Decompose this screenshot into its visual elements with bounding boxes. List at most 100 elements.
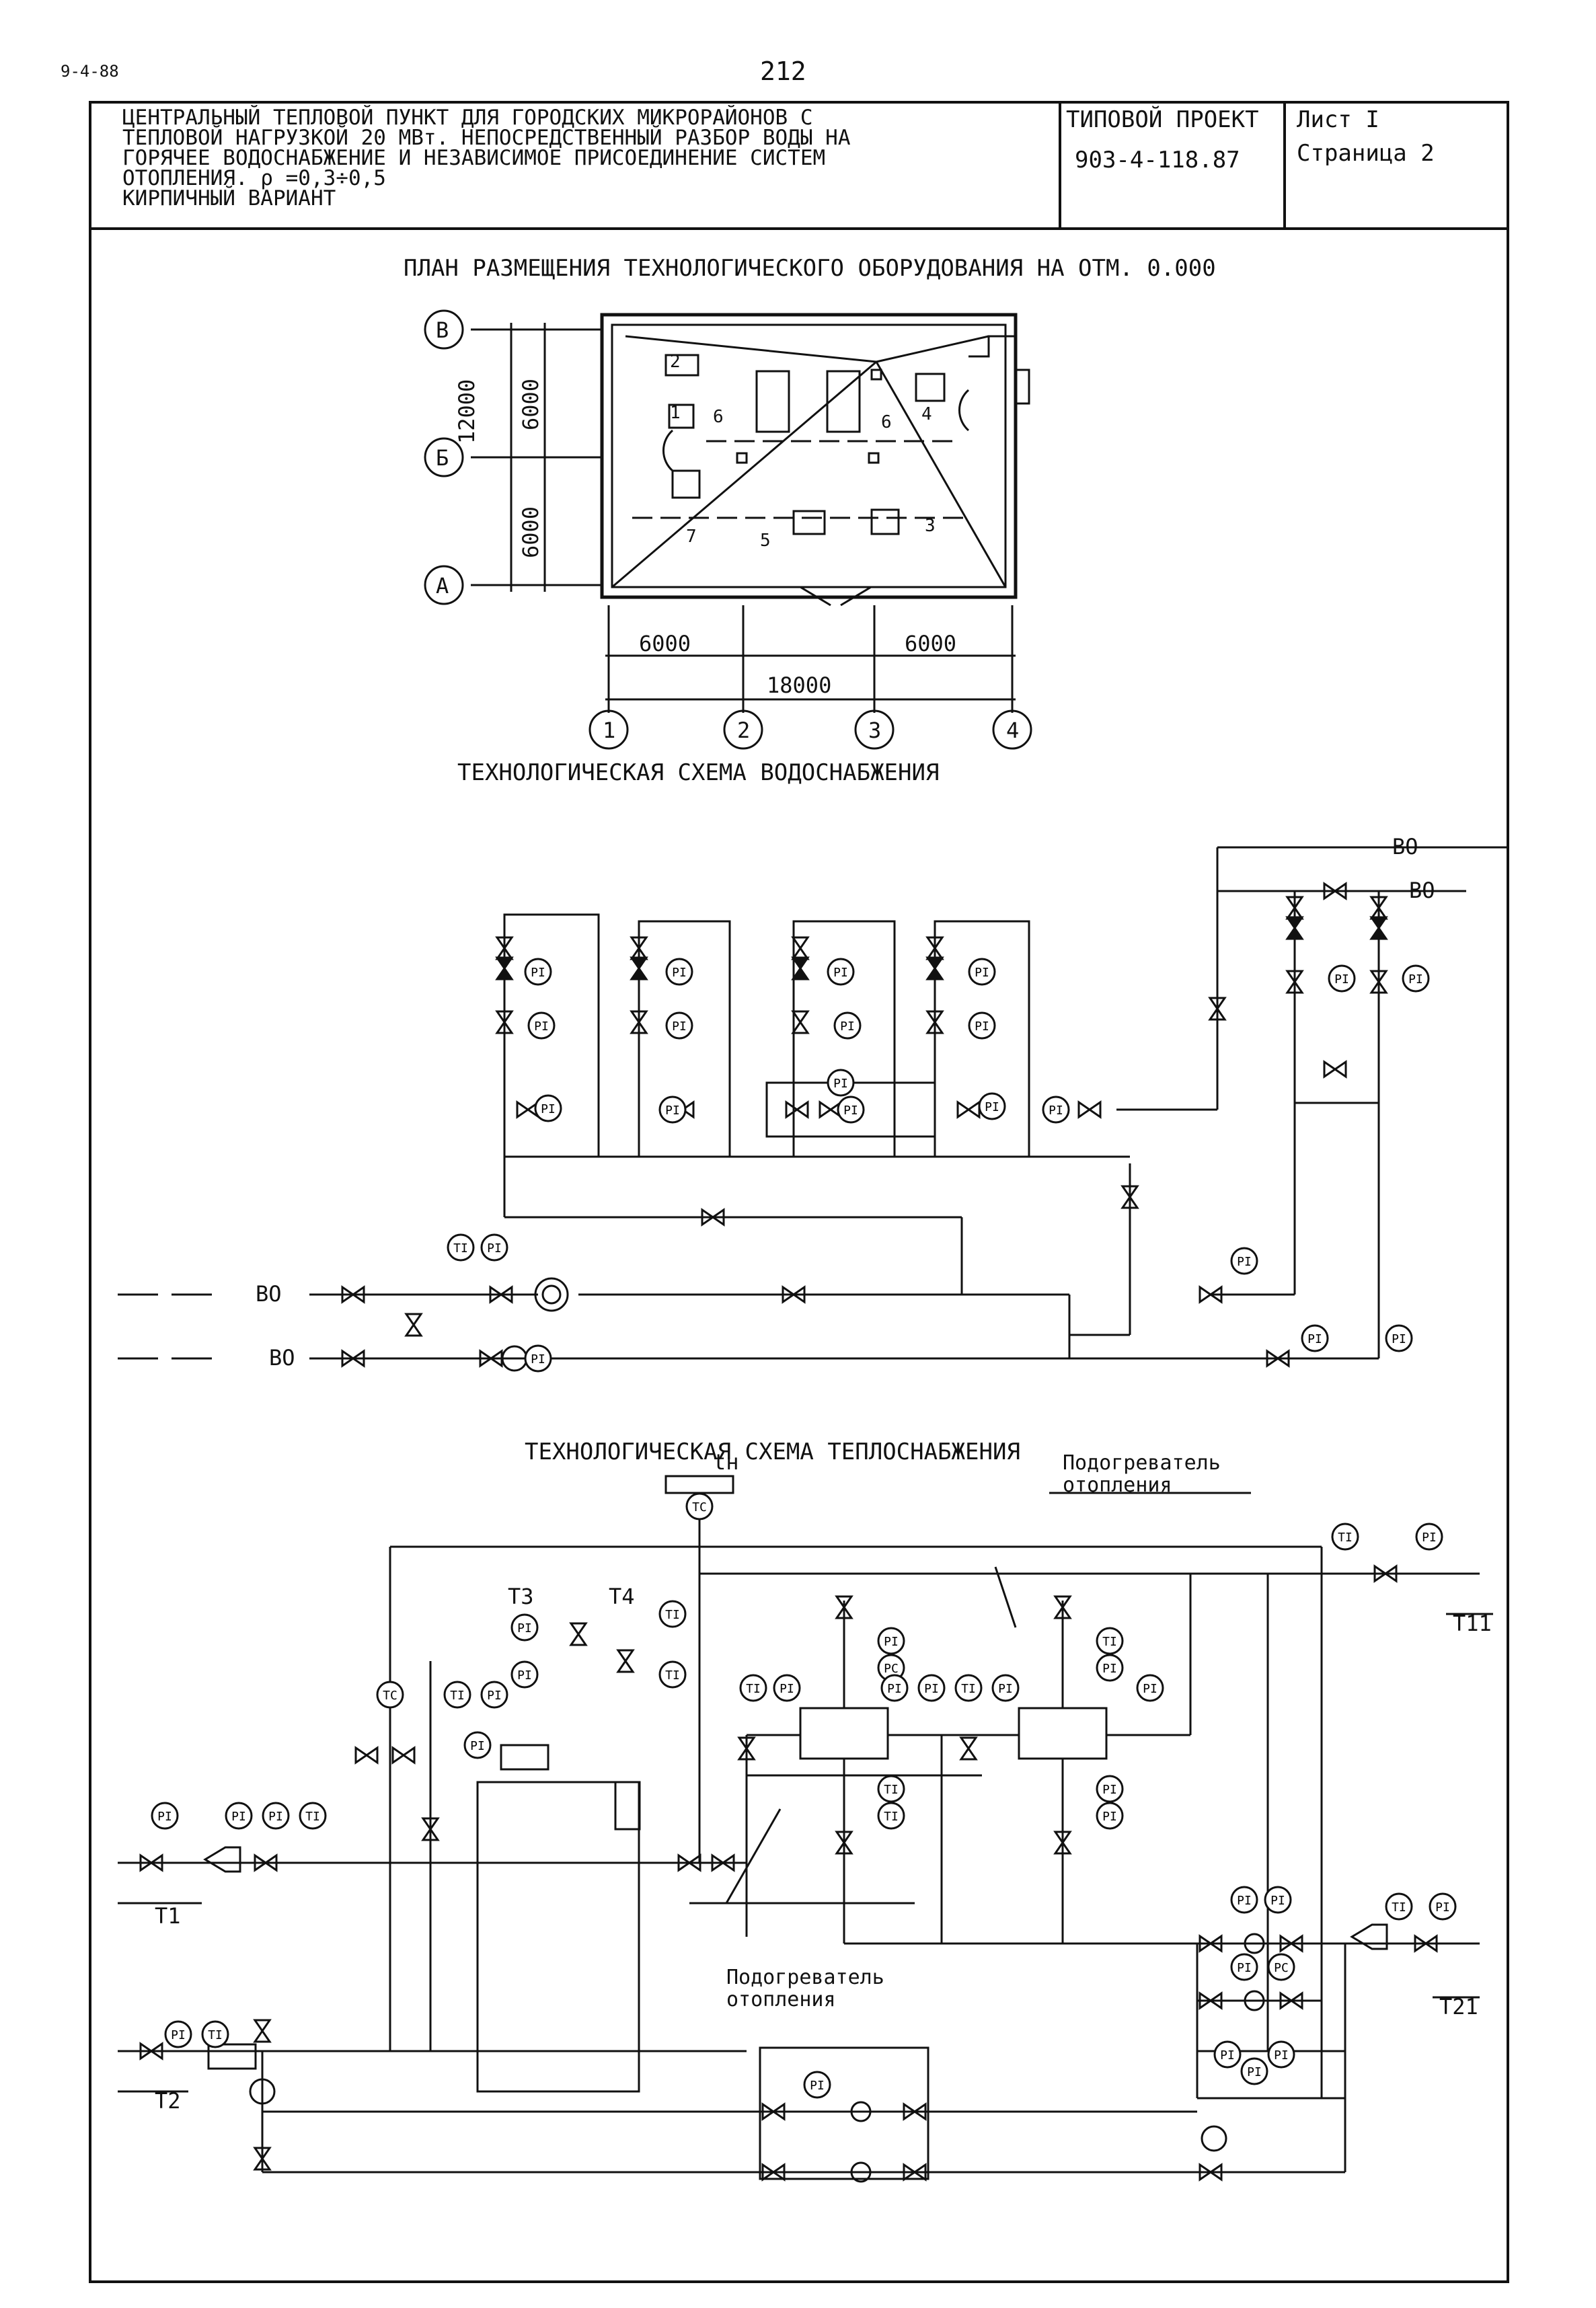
water-instrument-tag: PI <box>833 1077 848 1091</box>
heat-instrument-tag: PI <box>1237 1961 1252 1975</box>
drawing-title: ЦЕНТРАЛЬНЫЙ ТЕПЛОВОЙ ПУНКТ ДЛЯ ГОРОДСКИХ… <box>122 106 851 210</box>
heat-instrument-tag: PI <box>470 1739 485 1753</box>
heat-instrument-tag: PI <box>810 2079 825 2093</box>
heat-instrument-bubble <box>1096 1654 1124 1682</box>
water-instrument-tag: PI <box>672 1020 687 1034</box>
heat-instrument-bubble <box>1136 1674 1164 1702</box>
heat-instrument-tag: PI <box>924 1682 939 1696</box>
water-instrument-bubble <box>1385 1324 1413 1352</box>
heat-instrument-tag: PI <box>1102 1662 1117 1676</box>
heat-instrument-bubble <box>877 1775 905 1803</box>
heat-instrument-tag: PI <box>884 1635 899 1649</box>
heat-pipe-t1: Т1 <box>155 1903 181 1929</box>
heat-instrument-tag: TI <box>208 2028 223 2042</box>
water-instrument-bubble <box>665 958 693 986</box>
equip-6a: 6 <box>713 407 724 427</box>
project-label: ТИПОВОЙ ПРОЕКТ <box>1066 106 1259 133</box>
water-scheme-title: ТЕХНОЛОГИЧЕСКАЯ СХЕМА ВОДОСНАБЖЕНИЯ <box>457 759 939 786</box>
heat-instrument-tag: TI <box>1392 1900 1406 1915</box>
heat-instrument-bubble <box>1264 1886 1292 1914</box>
heat-pipe-t11: Т11 <box>1453 1611 1492 1636</box>
heat-instrument-bubble <box>151 1802 179 1830</box>
heater-2 <box>1018 1707 1108 1760</box>
dim-h-right: 6000 <box>905 631 956 656</box>
water-instrument-tag: PI <box>531 1352 545 1367</box>
heat-instrument-tag: TI <box>1102 1635 1117 1649</box>
dim-total-h: 18000 <box>767 672 831 698</box>
heat-instrument-tag: PI <box>1435 1900 1450 1915</box>
water-instrument-tag: PI <box>531 966 545 980</box>
heat-instrument-tag: PI <box>1102 1783 1117 1797</box>
heat-instrument-tag: PI <box>1422 1531 1437 1545</box>
axis-3: 3 <box>868 718 881 743</box>
heat-instrument-bubble <box>480 1681 508 1709</box>
heat-instrument-tag: PI <box>171 2028 186 2042</box>
heat-instrument-bubble <box>164 2020 192 2048</box>
water-instrument-bubble <box>658 1095 687 1124</box>
heat-instrument-bubble <box>739 1674 767 1702</box>
heat-instrument-tag: PI <box>1237 1894 1252 1908</box>
water-instrument-tag: PI <box>1307 1332 1322 1346</box>
heat-instrument-bubble <box>1230 1886 1258 1914</box>
heat-instrument-bubble <box>1230 1953 1258 1981</box>
heat-instrument-bubble <box>1415 1523 1443 1551</box>
water-instrument-tag: PI <box>1392 1332 1406 1346</box>
water-instrument-bubble <box>447 1233 475 1262</box>
water-pipe-label-1: ВО <box>256 1281 282 1307</box>
heat-instrument-bubble <box>803 2071 831 2099</box>
axis-bubble-4 <box>992 709 1032 750</box>
heat-instrument-tag: PI <box>1274 2048 1289 2063</box>
heat-instrument-bubble <box>299 1802 327 1830</box>
heat-instrument-bubble <box>510 1660 539 1689</box>
heat-instrument-bubble <box>658 1600 687 1628</box>
heat-instrument-bubble <box>1213 2040 1242 2069</box>
axis-a: А <box>436 573 449 599</box>
water-instrument-bubble <box>480 1233 508 1262</box>
heat-instrument-tag: PI <box>1270 1894 1285 1908</box>
water-instrument-bubble <box>968 1011 996 1040</box>
heat-instrument-tag: PI <box>780 1682 794 1696</box>
axis-2: 2 <box>737 718 750 743</box>
water-instrument-tag: PI <box>487 1241 502 1256</box>
equip-6b: 6 <box>881 412 892 432</box>
axis-1: 1 <box>603 718 615 743</box>
water-instrument-tag: PI <box>1408 972 1423 987</box>
heat-instrument-bubble <box>1429 1892 1457 1921</box>
page-number: 212 <box>760 56 806 86</box>
equip-3: 3 <box>925 516 936 536</box>
heat-instrument-tag: PI <box>1247 2065 1262 2079</box>
heat-instrument-bubble <box>1096 1627 1124 1655</box>
plan-building-outline <box>600 313 1018 599</box>
heat-instrument-bubble <box>773 1674 801 1702</box>
heat-instrument-bubble <box>1096 1802 1124 1830</box>
water-instrument-bubble <box>1230 1247 1258 1275</box>
drawing-frame <box>89 101 1509 2283</box>
axis-bubble-a <box>424 565 464 605</box>
water-instrument-bubble <box>978 1092 1006 1120</box>
dim-v-bottom: 6000 <box>518 506 543 558</box>
heat-instrument-bubble <box>685 1492 714 1521</box>
axis-4: 4 <box>1006 718 1019 743</box>
page-label: Страница 2 <box>1297 140 1435 167</box>
heat-instrument-tag: PI <box>268 1810 283 1824</box>
heat-instrument-bubble <box>1267 2040 1295 2069</box>
water-instrument-tag: PI <box>665 1104 680 1118</box>
title-divider-1 <box>1059 101 1061 229</box>
water-instrument-tag: PI <box>843 1104 858 1118</box>
heat-instrument-tag: PI <box>1220 2048 1235 2063</box>
water-instrument-tag: PI <box>1049 1104 1063 1118</box>
heat-instrument-tag: PI <box>1143 1682 1157 1696</box>
heat-instrument-bubble <box>877 1802 905 1830</box>
heat-instrument-bubble <box>1385 1892 1413 1921</box>
heat-instrument-bubble <box>1240 2057 1268 2085</box>
heat-instrument-tag: PI <box>157 1810 172 1824</box>
heat-instrument-tag: TI <box>1338 1531 1353 1545</box>
water-instrument-tag: PI <box>672 966 687 980</box>
heat-instrument-bubble <box>463 1731 492 1759</box>
dim-h-left: 6000 <box>639 631 691 656</box>
water-instrument-bubble <box>1042 1095 1070 1124</box>
